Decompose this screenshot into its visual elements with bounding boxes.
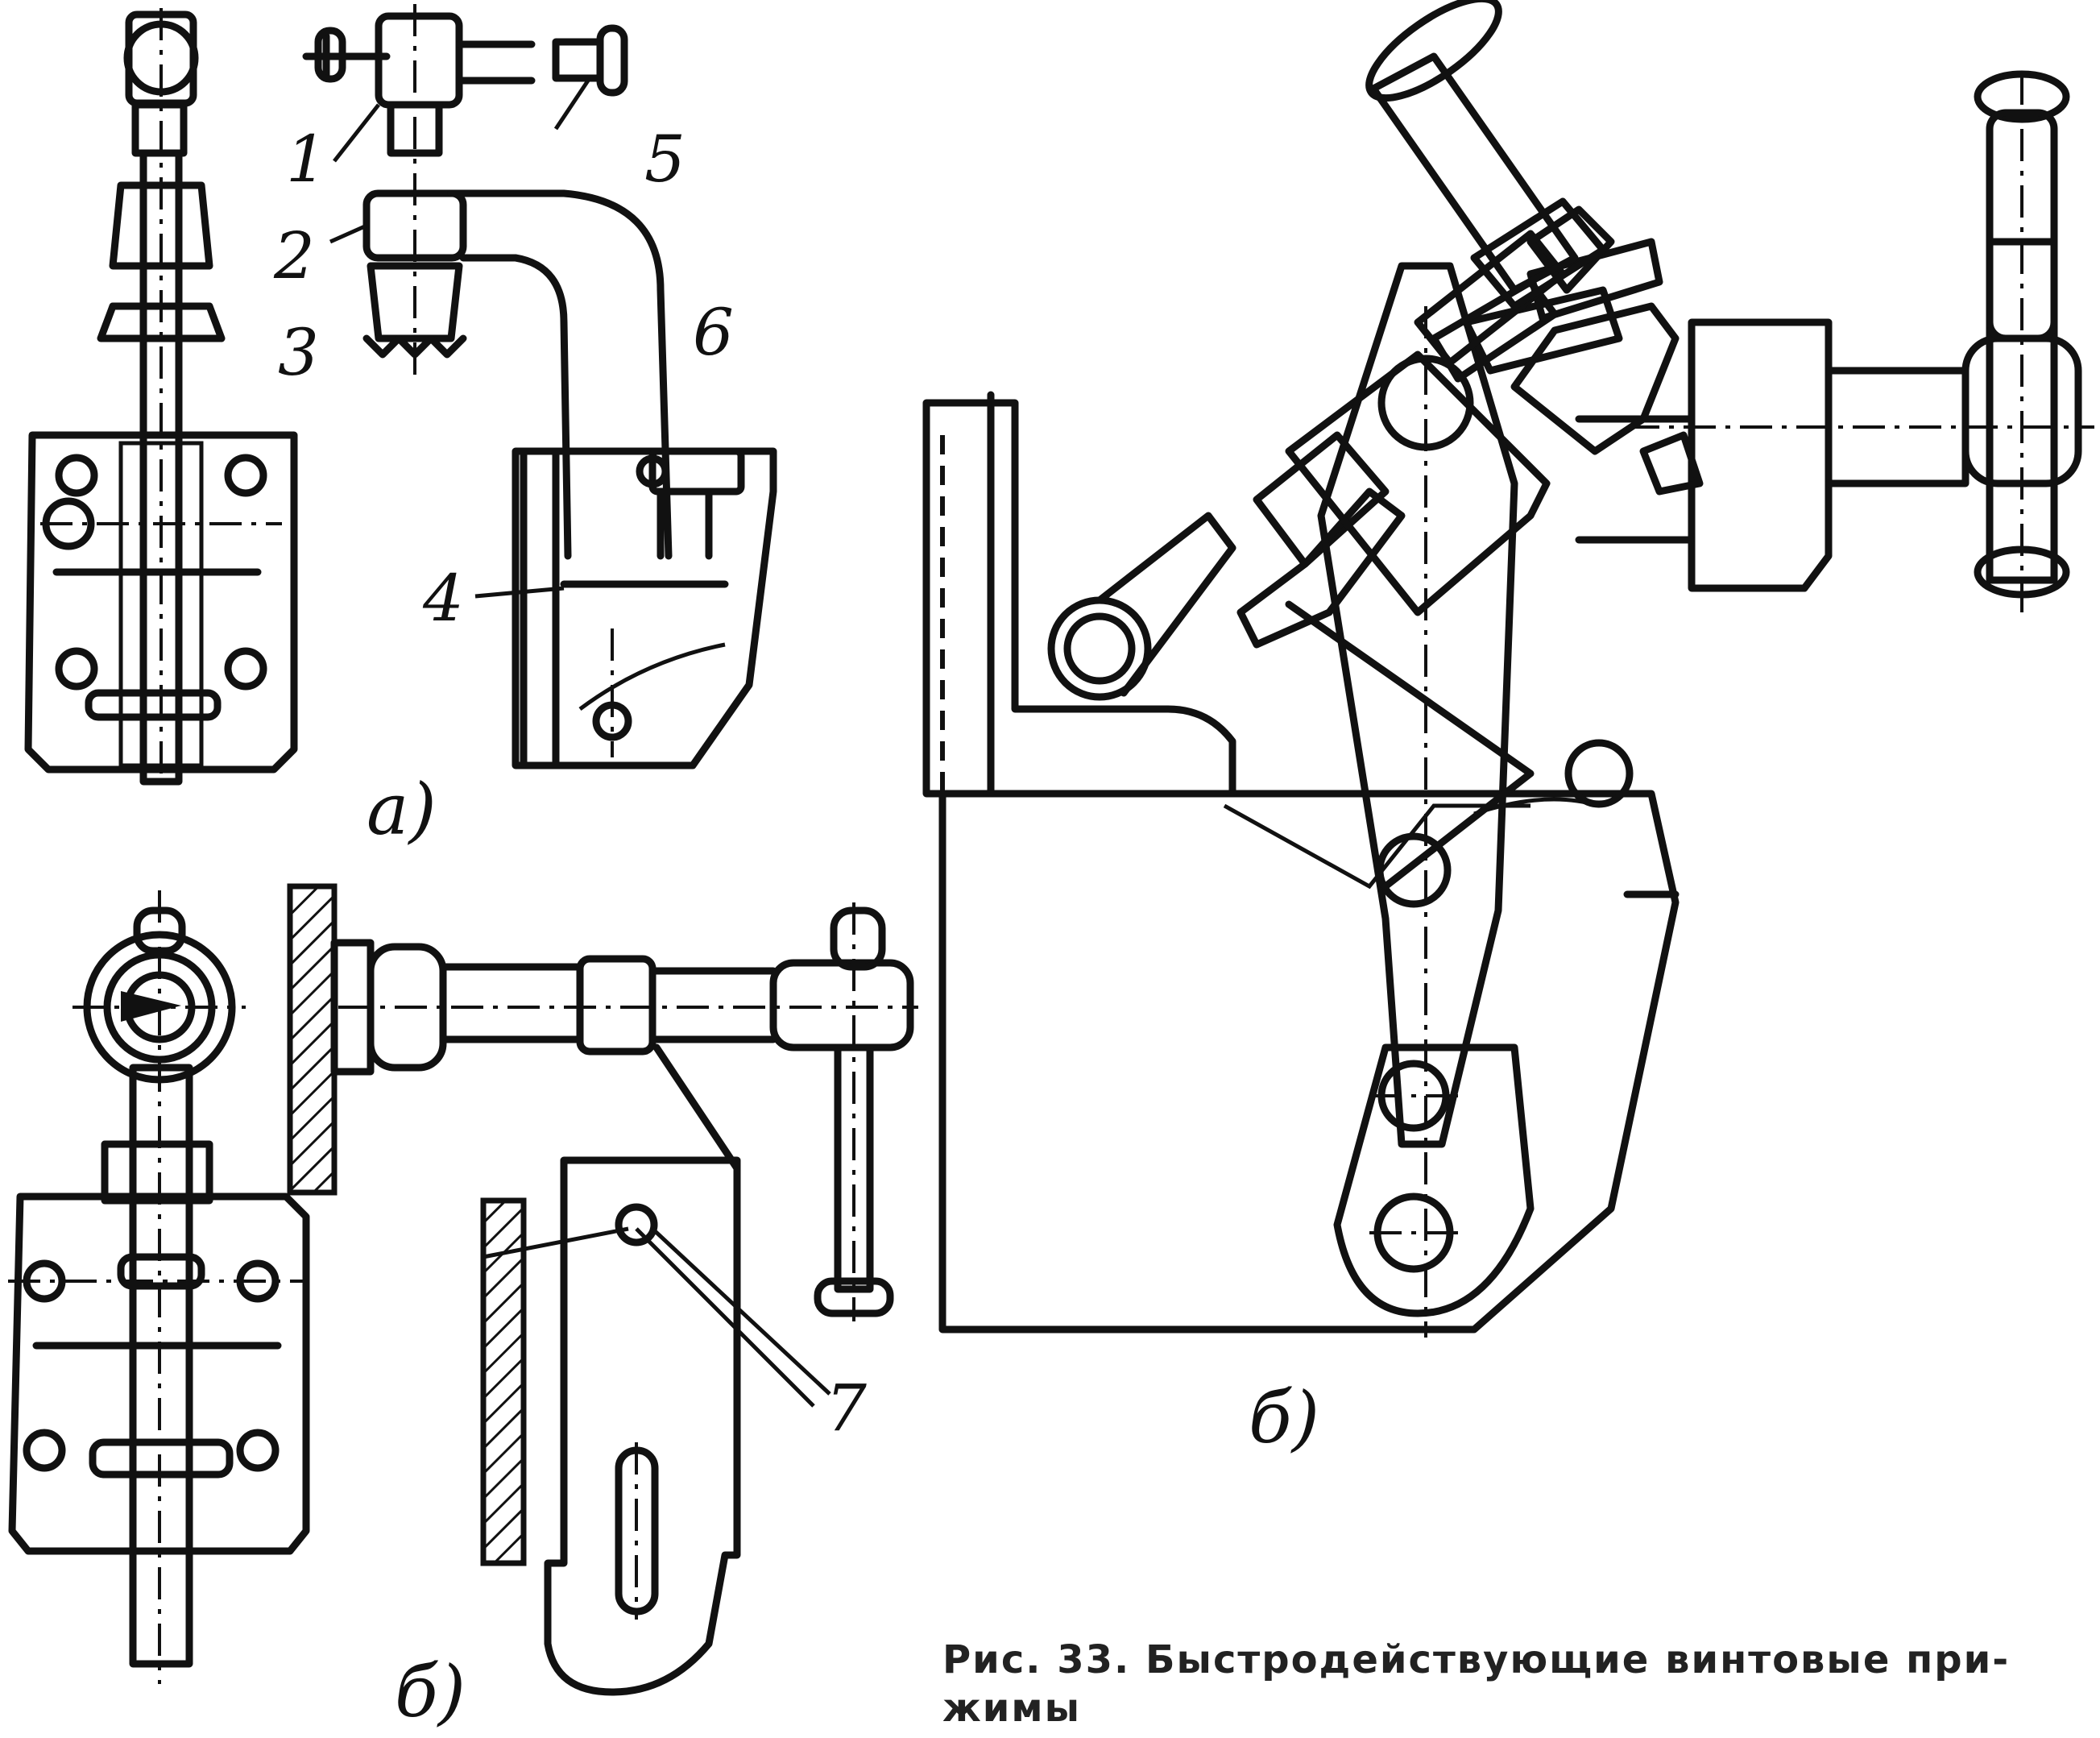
- label-2: 2: [273, 218, 315, 293]
- figure-caption: Рис. 33. Быстродействующие винтовые при-…: [942, 1636, 2070, 1732]
- label-1: 1: [286, 122, 327, 197]
- label-4: 4: [422, 561, 464, 636]
- part-labels: 1 2 3 4 5 6 7: [273, 122, 867, 1446]
- subfigure-label-b-right: б): [1249, 1376, 1319, 1459]
- caption-line-2: жимы: [942, 1686, 1082, 1731]
- label-6: 6: [693, 295, 734, 370]
- subfigure-label-b-left: б): [395, 1650, 466, 1733]
- caption-line-1: Рис. 33. Быстродействующие винтовые при-: [942, 1637, 2011, 1682]
- subfigure-label-a: а): [367, 768, 437, 851]
- figure-a-side-view: [302, 4, 777, 769]
- label-5: 5: [644, 122, 686, 197]
- subfigure-labels: а) б) б): [367, 768, 1319, 1733]
- figure-a-front-view: [24, 8, 298, 786]
- figure-b-right-assembly: [922, 0, 2094, 1338]
- leader-lines: [483, 1226, 815, 1408]
- figure-b-side-view: [287, 883, 918, 1696]
- label-7: 7: [826, 1371, 867, 1446]
- label-3: 3: [278, 315, 319, 390]
- figure-b-front-view: [8, 890, 310, 1684]
